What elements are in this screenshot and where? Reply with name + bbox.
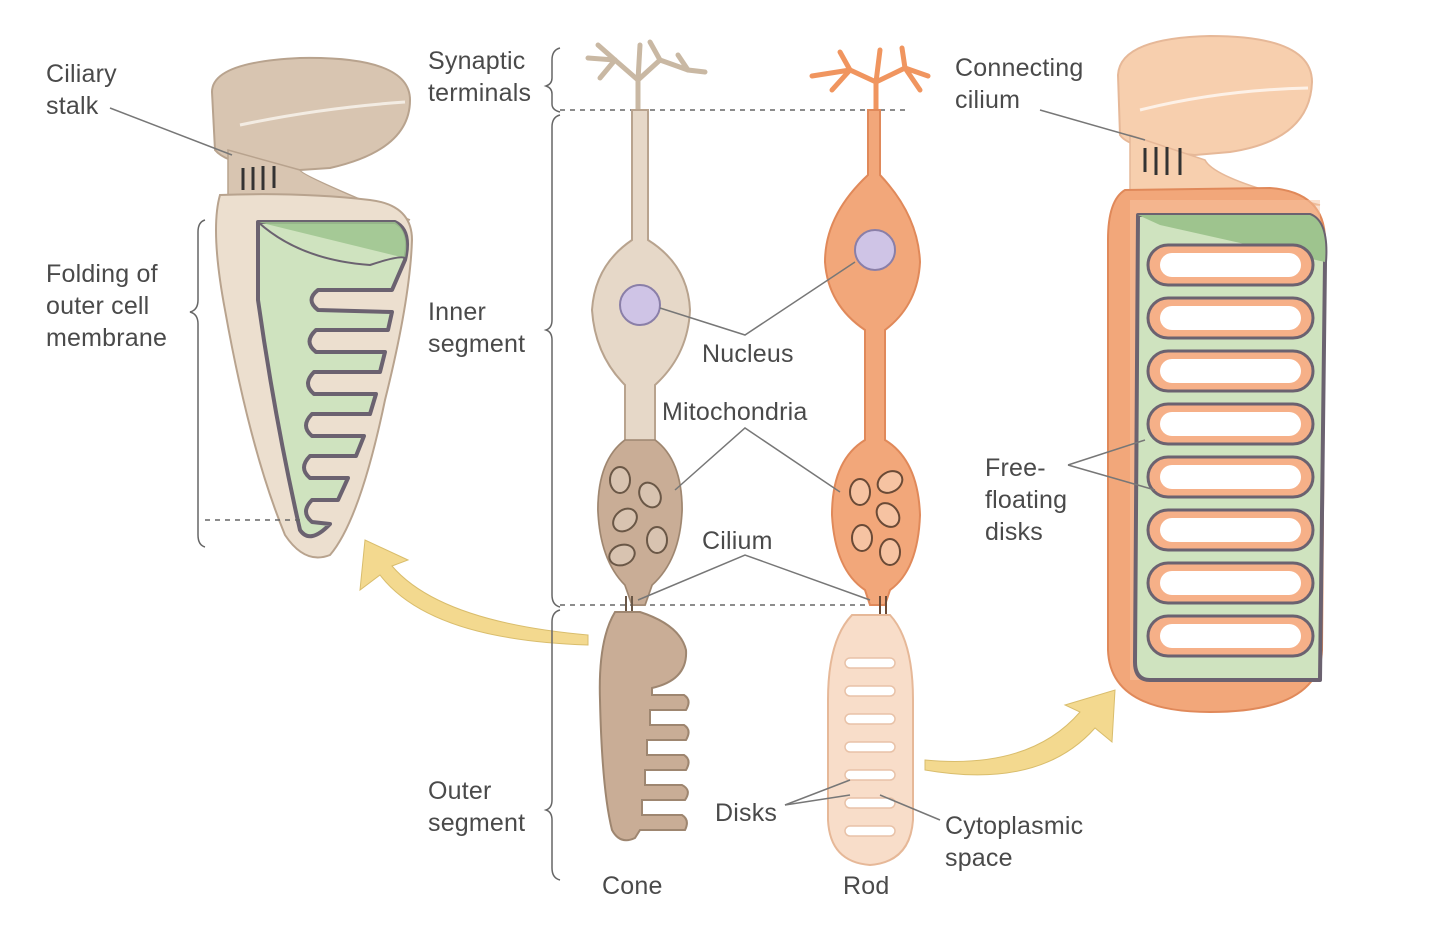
rod-inner-segment (823, 109, 922, 606)
free-floating-disk-interiors (1160, 253, 1301, 648)
label-outer-segment: Outer segment (428, 777, 526, 837)
rod-mitochondria (849, 470, 904, 566)
label-cilium: Cilium (702, 527, 773, 555)
cone-detail-membrane (256, 220, 409, 539)
cone-synaptic-terminal (585, 39, 708, 118)
label-free-floating-disks: Free- floating disks (985, 454, 1068, 546)
rod-detail (1039, 34, 1328, 714)
label-cone: Cone (602, 872, 663, 900)
label-synaptic-terminals: Synaptic terminals (428, 47, 532, 107)
label-nucleus: Nucleus (702, 340, 794, 368)
leader-lines (637, 261, 1156, 821)
label-cytoplasmic-space: Cytoplasmic space (945, 812, 1084, 872)
rod-nucleus (854, 229, 896, 271)
rod-synaptic-terminal (809, 45, 931, 118)
folding-bracket (189, 219, 206, 548)
label-mitochondria: Mitochondria (662, 398, 808, 426)
label-disks: Disks (715, 799, 778, 827)
ciliary-stalk-lines (241, 166, 276, 190)
arrow-to-rod-detail (924, 689, 1116, 776)
cone-detail (109, 56, 414, 559)
label-folding-outer-membrane: Folding of outer cell membrane (46, 260, 168, 352)
cone-mitochondria (608, 466, 668, 567)
cone-outer-segment (598, 611, 690, 842)
cone-cell (585, 39, 708, 842)
arrow-to-cone-detail (359, 539, 589, 646)
rod-cell (809, 45, 931, 867)
rod-disks (844, 657, 896, 837)
connecting-cilium-lines (1143, 147, 1182, 175)
cone-nucleus (619, 284, 661, 326)
label-rod: Rod (843, 872, 890, 900)
segment-bracket (543, 47, 561, 881)
label-inner-segment: Inner segment (428, 298, 526, 358)
label-connecting-cilium: Connecting cilium (955, 54, 1084, 114)
label-ciliary-stalk: Ciliary stalk (46, 60, 117, 120)
